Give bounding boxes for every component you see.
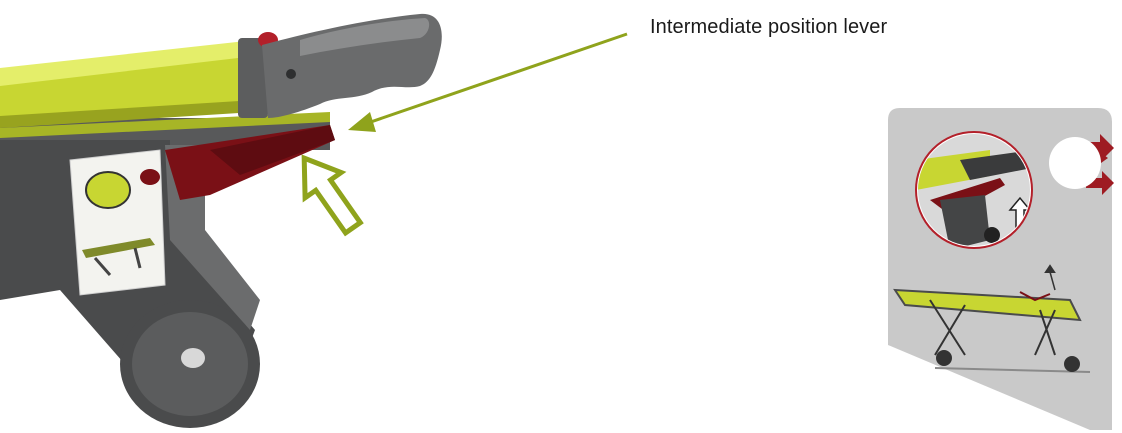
wheel-hub <box>181 348 205 368</box>
instruction-panel <box>888 108 1114 430</box>
handle-screw <box>286 69 296 79</box>
panel-white-disc <box>1049 137 1101 189</box>
stretcher-detail <box>0 14 442 428</box>
highlight-arrow-icon <box>286 146 371 241</box>
sticker-red-mark <box>140 169 160 185</box>
sticker-detail-circle <box>86 172 130 208</box>
lever-callout-label: Intermediate position lever <box>650 16 887 39</box>
